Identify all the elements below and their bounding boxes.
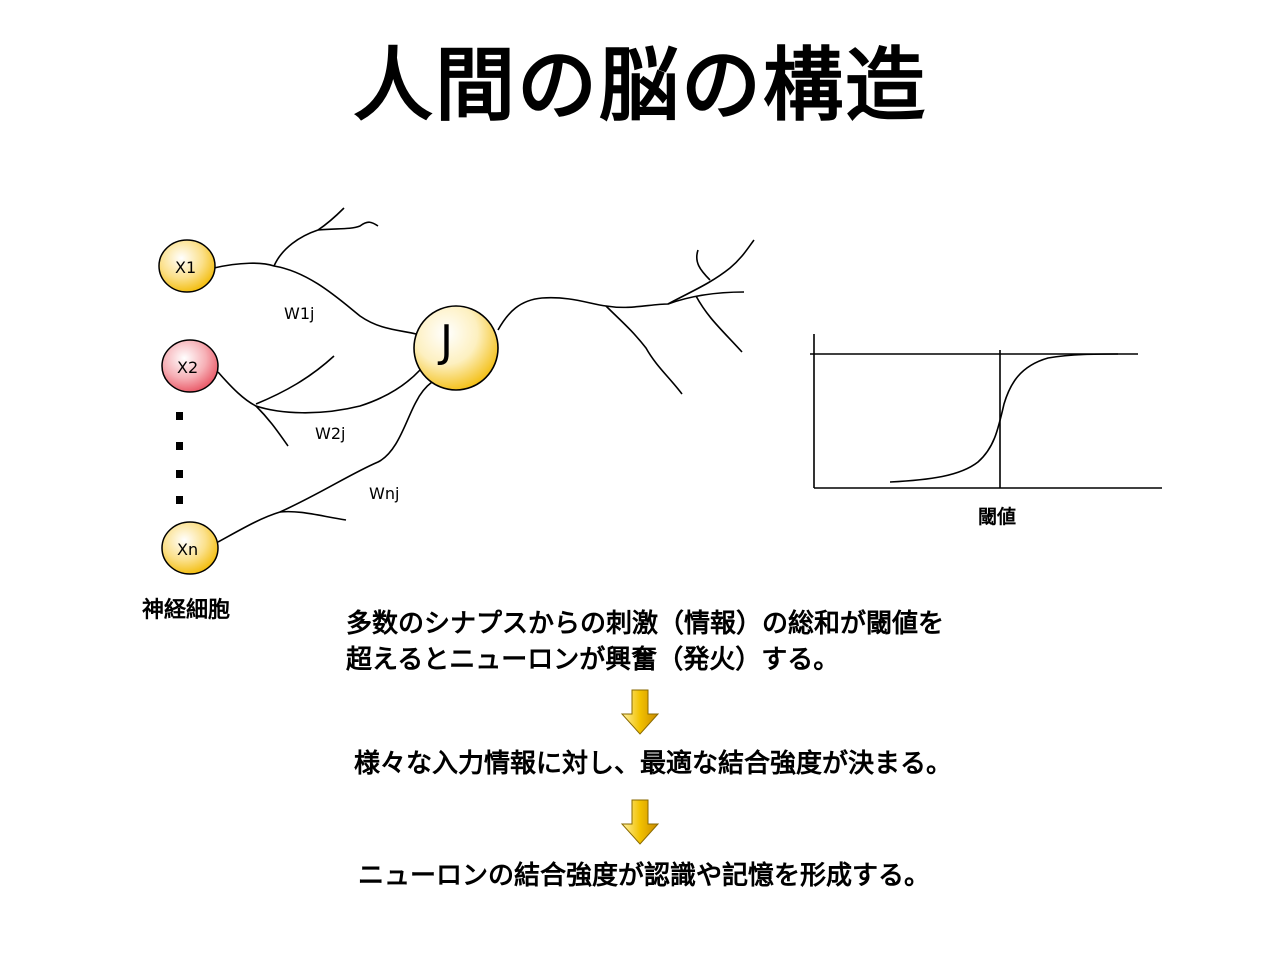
ellipsis-dot bbox=[176, 412, 183, 420]
threshold-graph bbox=[810, 334, 1162, 489]
input-node-xn bbox=[161, 521, 219, 575]
description-line-1a: 多数のシナプスからの刺激（情報）の総和が閾値を bbox=[346, 609, 945, 639]
axon bbox=[497, 239, 755, 395]
neuron-j-label: J bbox=[440, 316, 453, 367]
page-title: 人間の脳の構造 bbox=[353, 39, 927, 132]
dendrites bbox=[213, 207, 433, 543]
ellipsis-dot bbox=[176, 470, 183, 478]
description-line-2: 様々な入力情報に対し、最適な結合強度が決まる。 bbox=[354, 749, 953, 779]
down-arrow-1 bbox=[620, 689, 660, 735]
description-line-1b: 超えるとニューロンが興奮（発火）する。 bbox=[346, 645, 840, 675]
nerve-cell-caption: 神経細胞 bbox=[142, 598, 231, 623]
weight-w2j: W2j bbox=[315, 424, 346, 443]
input-node-x2 bbox=[161, 339, 219, 393]
down-arrow-2 bbox=[620, 799, 660, 845]
weight-wnj: Wnj bbox=[369, 484, 400, 503]
threshold-label: 閾値 bbox=[978, 506, 1017, 528]
input-node-x1 bbox=[158, 239, 216, 293]
ellipsis-dot bbox=[176, 442, 183, 450]
ellipsis-dot bbox=[176, 496, 183, 504]
weight-w1j: W1j bbox=[284, 304, 315, 323]
neuron-j bbox=[413, 305, 499, 391]
input-x1-label: X1 bbox=[175, 258, 197, 277]
description-line-3: ニューロンの結合強度が認識や記憶を形成する。 bbox=[358, 861, 931, 891]
input-x2-label: X2 bbox=[177, 358, 199, 377]
input-xn-label: Xn bbox=[177, 540, 199, 559]
sigmoid-curve bbox=[889, 353, 1119, 483]
